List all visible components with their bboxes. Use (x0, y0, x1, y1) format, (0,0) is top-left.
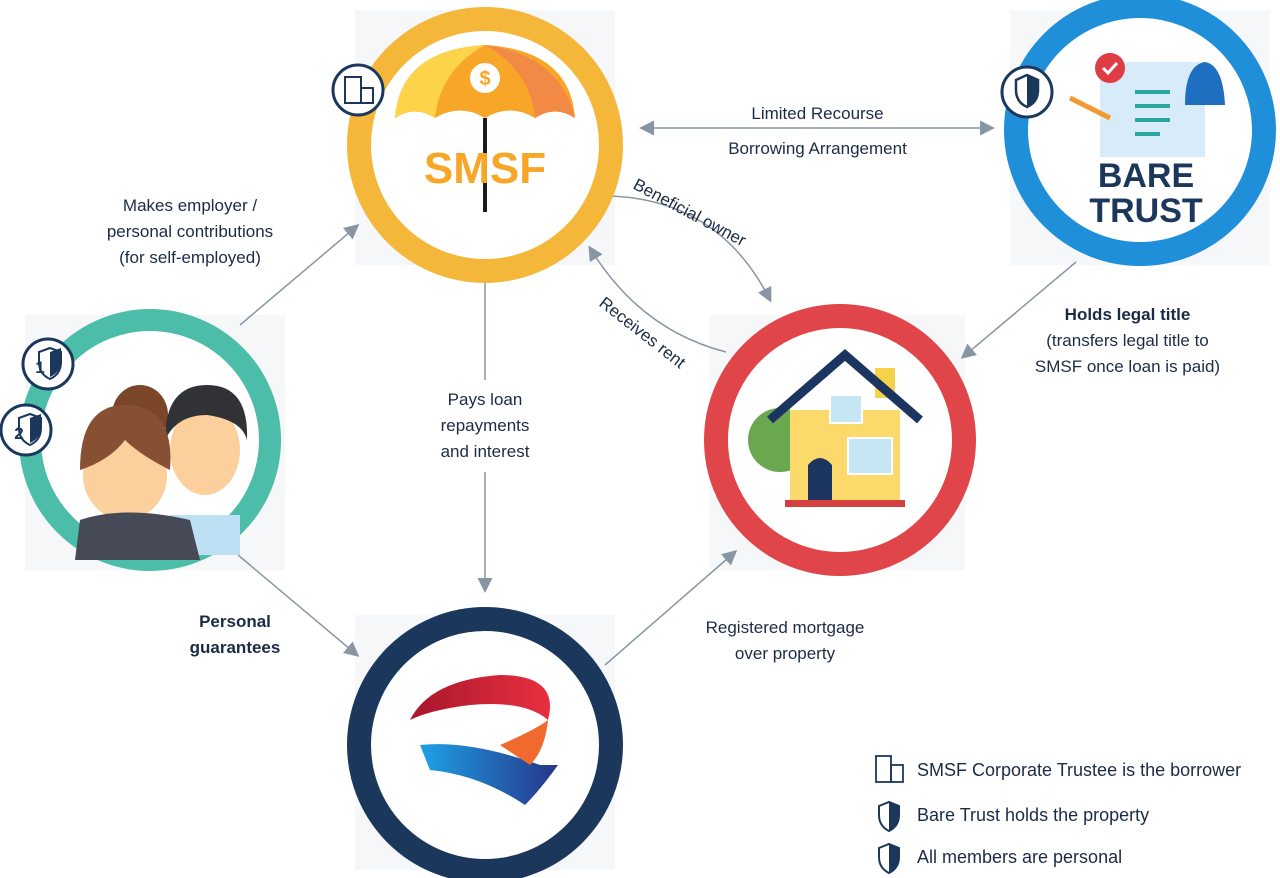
contributions-line: (for self-employed) (119, 248, 261, 267)
contributions-line: Makes employer / (122, 196, 258, 215)
repayments-line: and interest (440, 442, 530, 461)
guarantees-line: guarantees (189, 638, 281, 657)
legal-title-heading: Holds legal title (1064, 305, 1191, 324)
property-node (704, 304, 976, 576)
lrba-label-2: Borrowing Arrangement (728, 139, 907, 158)
repayments-line: repayments (440, 416, 530, 435)
legal-title-line: SMSF once loan is paid) (1034, 357, 1221, 376)
legal-title-line: (transfers legal title to (1046, 331, 1209, 350)
contributions-line: personal contributions (106, 222, 274, 241)
receives-rent-arrow (588, 245, 727, 353)
legal-title-label: Holds legal title (transfers legal title… (1000, 302, 1255, 380)
building-badge-icon (331, 63, 385, 117)
contributions-arrow (239, 224, 360, 326)
legend-text: All members are personal (917, 847, 1123, 867)
repayments-line: Pays loan (447, 390, 523, 409)
guarantees-line: Personal (199, 612, 271, 631)
legal-title-arrow (960, 261, 1077, 359)
shield-badge-2-icon (0, 403, 53, 457)
smsf-label: SMSF (424, 144, 546, 193)
beneficial-owner-label: Beneficial owner (630, 175, 749, 250)
mortgage-label: Registered mortgage over property (670, 615, 900, 667)
badge-1: 1 (35, 358, 44, 377)
guarantees-arrow (237, 554, 360, 657)
legend-item-bare-trust: Bare Trust holds the property (875, 805, 1149, 826)
guarantees-label: Personal guarantees (150, 609, 320, 661)
svg-text:$: $ (479, 68, 490, 90)
legend-text: SMSF Corporate Trustee is the borrower (917, 760, 1242, 780)
legend-building-icon (875, 755, 904, 783)
beneficial-owner-arrow (609, 195, 772, 303)
contributions-label: Makes employer / personal contributions … (70, 193, 310, 271)
badge-2: 2 (14, 424, 23, 443)
shield-badge-icon (1000, 65, 1054, 119)
bare-trust-label-1: BARE (1098, 157, 1194, 195)
legend-text: Bare Trust holds the property (917, 805, 1150, 825)
mortgage-line: over property (734, 644, 836, 663)
members-node (19, 309, 281, 571)
smsf-node: $ (347, 7, 623, 283)
lrba-label-1: Limited Recourse (751, 104, 884, 123)
bare-trust-node (1004, 0, 1276, 266)
legend-item-building: SMSF Corporate Trustee is the borrower (875, 760, 1241, 781)
legend-item-members: All members are personal (875, 847, 1122, 868)
shield-badge-1-icon (21, 337, 75, 391)
repayments-label: Pays loan repayments and interest (405, 387, 565, 465)
mortgage-arrow (604, 550, 738, 666)
bare-trust-label-2: TRUST (1089, 192, 1203, 230)
lender-node (347, 607, 623, 878)
mortgage-line: Registered mortgage (705, 618, 865, 637)
legend-shield-icon-1 (878, 800, 900, 833)
legend-shield-icon-2 (878, 842, 900, 875)
